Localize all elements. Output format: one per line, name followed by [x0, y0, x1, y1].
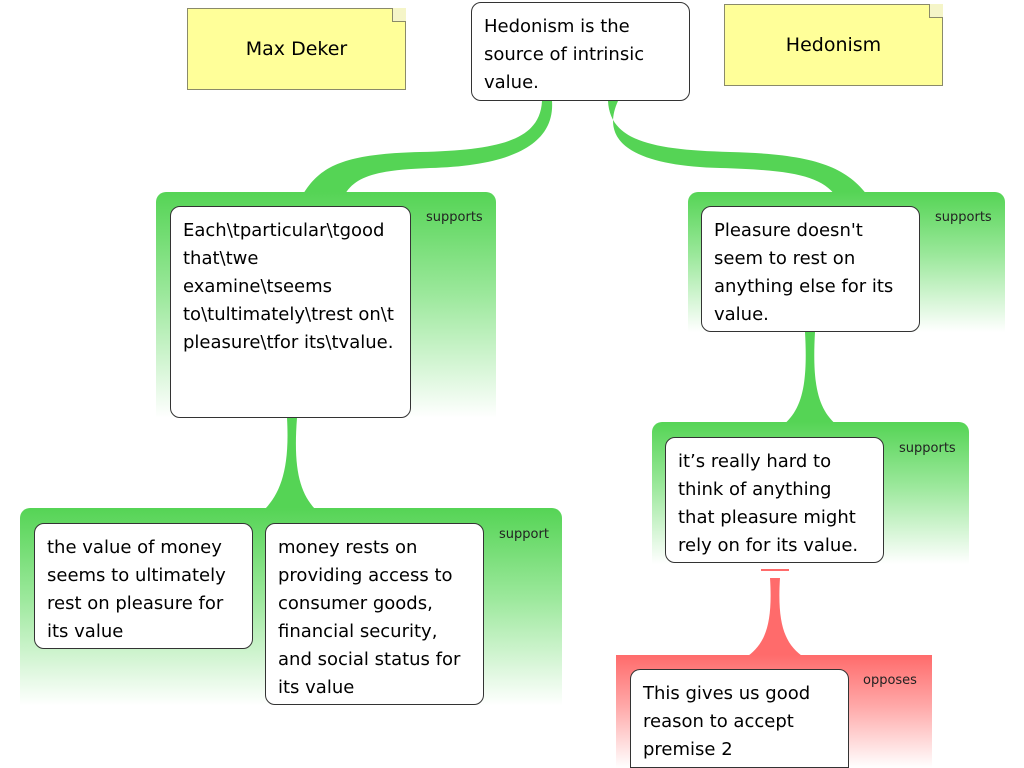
reason-box-right[interactable]: Pleasure doesn't seem to rest on anythin… — [701, 206, 920, 332]
author-note-fold-icon — [392, 8, 406, 22]
subreason-text-left-2: money rests on providing access to consu… — [278, 537, 461, 698]
reason-group-right-label: supports — [935, 210, 992, 225]
connector-objection — [745, 578, 805, 658]
subreason-text-left-1: the value of money seems to ultimately r… — [47, 537, 226, 642]
subreason-group-left-label: support — [499, 527, 549, 542]
author-note[interactable]: Max Deker — [187, 8, 406, 90]
reason-group-left-label: supports — [426, 210, 483, 225]
main-claim-box[interactable]: Hedonism is the source of intrinsic valu… — [471, 2, 690, 101]
subreason-box-left-1[interactable]: the value of money seems to ultimately r… — [34, 523, 253, 649]
topic-note[interactable]: Hedonism — [724, 4, 943, 86]
reason-box-left[interactable]: Each\tparticular\tgood that\twe examine\… — [170, 206, 411, 418]
subreason-box-right[interactable]: it’s really hard to think of anything th… — [665, 437, 884, 563]
subreason-box-left-2[interactable]: money rests on providing access to consu… — [265, 523, 484, 705]
main-claim-text: Hedonism is the source of intrinsic valu… — [484, 16, 645, 93]
author-name: Max Deker — [245, 38, 348, 60]
subreason-group-right-label: supports — [899, 441, 956, 456]
connector-right-reason-to-sub — [782, 332, 838, 426]
topic-note-fold-icon — [929, 4, 943, 18]
connector-main-to-right — [608, 101, 868, 196]
subreason-text-right: it’s really hard to think of anything th… — [678, 451, 859, 556]
objection-group-label: opposes — [863, 673, 917, 688]
reason-text-right: Pleasure doesn't seem to rest on anythin… — [714, 220, 894, 325]
reason-text-left: Each\tparticular\tgood that\twe examine\… — [183, 220, 394, 353]
topic-name: Hedonism — [785, 34, 882, 56]
objection-text: This gives us good reason to accept prem… — [643, 683, 811, 760]
objection-box[interactable]: This gives us good reason to accept prem… — [630, 669, 849, 768]
connector-main-to-left — [302, 101, 553, 196]
connector-left-reason-to-subs — [262, 418, 318, 512]
